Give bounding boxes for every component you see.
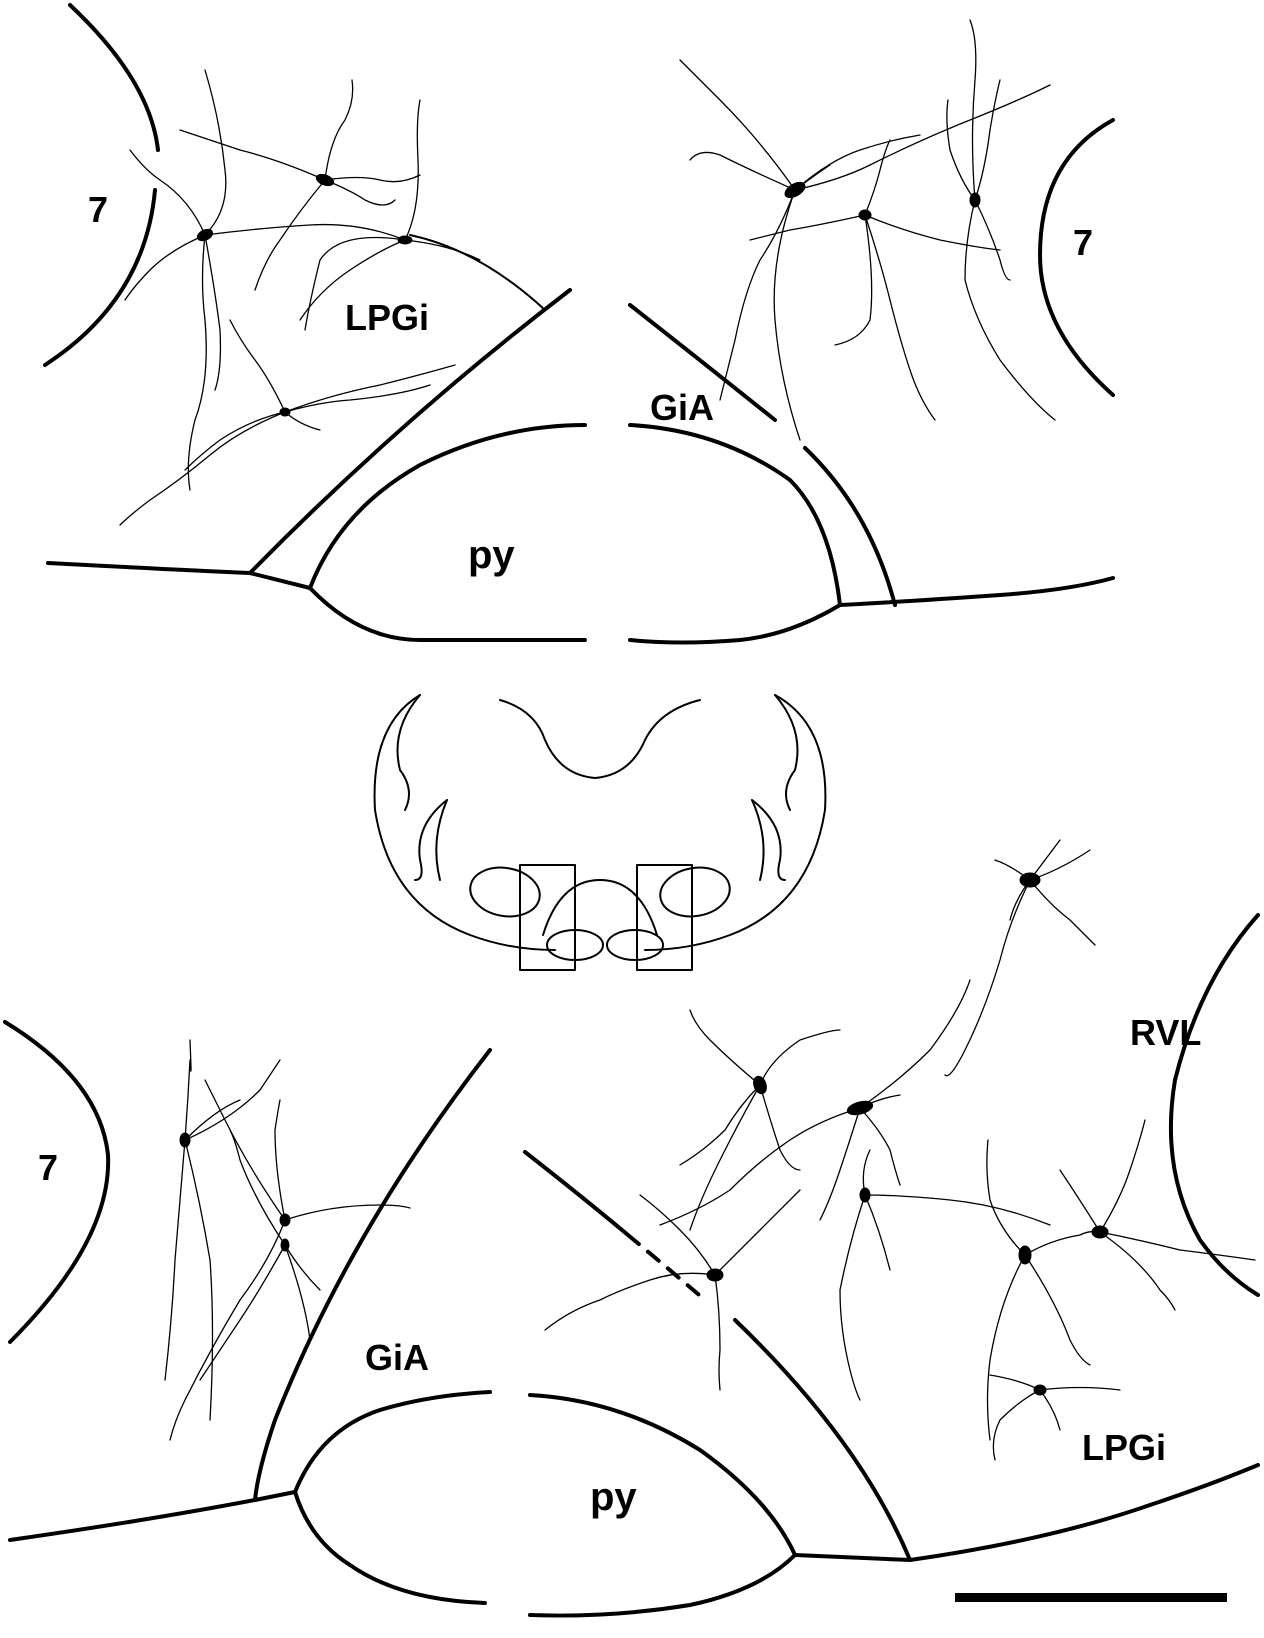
label-py: py: [590, 1475, 637, 1519]
gia-lateral-boundary: [735, 1320, 910, 1560]
pyramid-right-arc: [530, 1395, 795, 1616]
label-gia: GiA: [650, 387, 714, 428]
panel-bottom-right: RVL LPGi py: [525, 840, 1258, 1616]
label-lpgi: LPGi: [1082, 1427, 1166, 1468]
lpgi-upper-boundary: [410, 235, 545, 310]
gia-medial-boundary-solid: [525, 1152, 628, 1235]
ventral-surface-left: [10, 1492, 485, 1603]
neuron-dendrites: [680, 20, 1055, 440]
label-nucleus-7: 7: [38, 1147, 58, 1188]
pyramid-left-arc: [310, 425, 585, 588]
pyramid-left-arc: [295, 1392, 490, 1492]
neuron-somata: [196, 172, 412, 416]
brainstem-section-schematic: [375, 695, 826, 970]
label-nucleus-7: 7: [88, 189, 108, 230]
ventral-surface-right: [795, 1465, 1258, 1560]
gia-lateral-boundary: [255, 1050, 490, 1500]
sample-box-right: [637, 865, 692, 970]
neuron-somata: [707, 873, 1108, 1395]
label-rvl: RVL: [1130, 1012, 1201, 1053]
facial-nucleus-boundary: [45, 5, 158, 365]
sample-box-left: [520, 865, 575, 970]
label-nucleus-7: 7: [1073, 222, 1093, 263]
rvl-boundary: [1171, 915, 1258, 1295]
label-gia: GiA: [365, 1337, 429, 1378]
label-lpgi: LPGi: [345, 297, 429, 338]
scale-bar: [955, 1593, 1227, 1602]
panel-top-right: GiA 7 py: [468, 20, 1113, 643]
panel-bottom-left: 7 GiA: [5, 1022, 490, 1603]
label-py: py: [468, 533, 515, 577]
ventral-surface-right: [840, 578, 1113, 605]
pyramid-right-arc: [630, 425, 840, 643]
